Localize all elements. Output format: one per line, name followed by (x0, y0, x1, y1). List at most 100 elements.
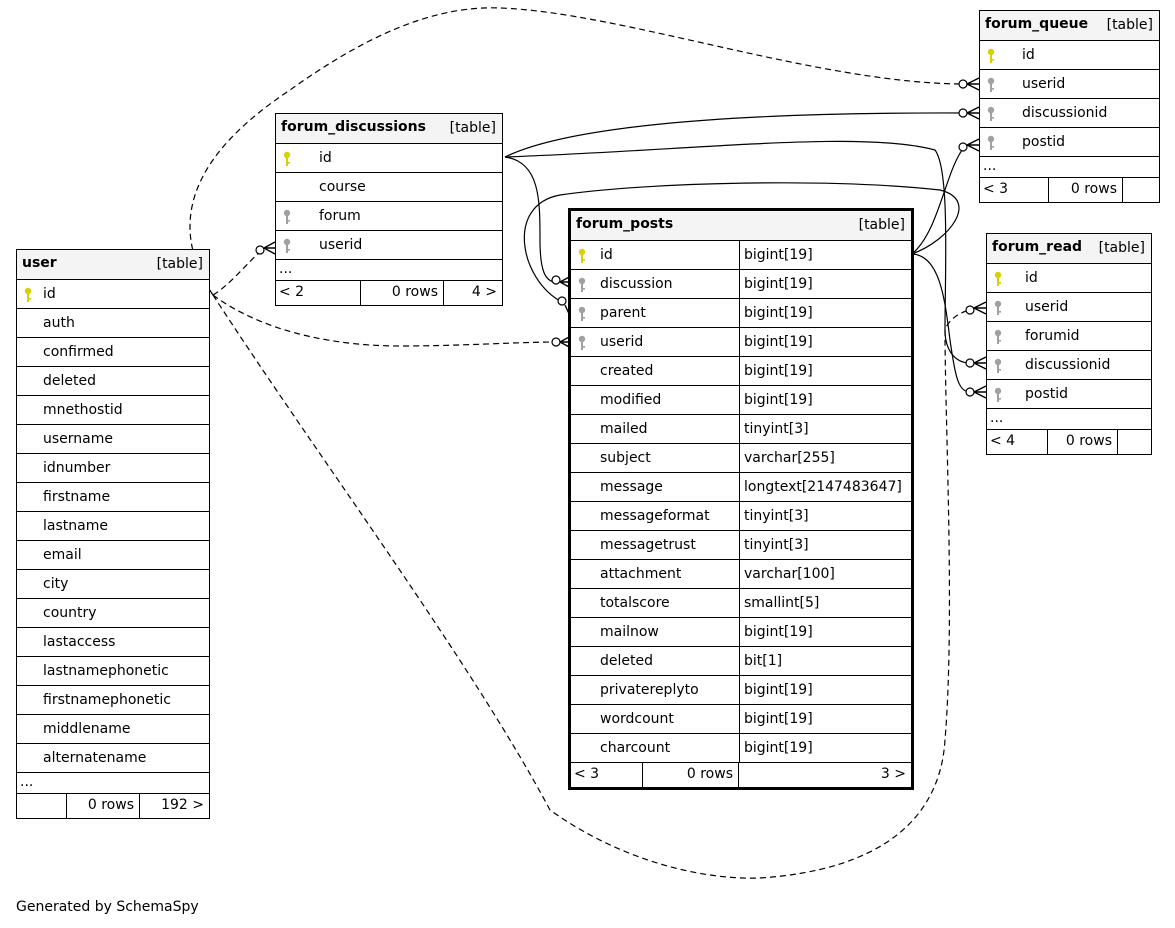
children-link[interactable]: 4 > (471, 284, 497, 300)
children-link-cell[interactable] (1123, 178, 1159, 202)
column-row[interactable]: userid (987, 293, 1151, 322)
column-row[interactable]: id (980, 41, 1159, 70)
column-divider (739, 444, 740, 472)
parents-link-cell[interactable]: < 4 (987, 430, 1048, 454)
column-row[interactable]: auth (17, 309, 209, 338)
column-row[interactable]: firstname (17, 483, 209, 512)
parents-link[interactable]: < 3 (574, 766, 600, 782)
column-type: tinyint[3] (744, 421, 809, 437)
column-row[interactable]: alternatename (17, 744, 209, 773)
column-name: postid (1025, 386, 1069, 402)
table-name[interactable]: forum_posts (576, 216, 674, 232)
column-divider (739, 676, 740, 704)
column-row[interactable]: email (17, 541, 209, 570)
column-row[interactable]: forumid (987, 322, 1151, 351)
column-row[interactable]: id (17, 280, 209, 309)
more-columns-row[interactable]: ... (987, 409, 1151, 430)
column-row[interactable]: lastnamephonetic (17, 657, 209, 686)
column-row[interactable]: country (17, 599, 209, 628)
primary-key-icon (282, 151, 292, 171)
children-link-cell[interactable]: 192 > (140, 794, 209, 818)
column-row[interactable]: postid (987, 380, 1151, 409)
column-row[interactable]: username (17, 425, 209, 454)
parents-link[interactable]: < 4 (990, 433, 1016, 449)
column-row[interactable]: forum (276, 202, 502, 231)
column-row[interactable]: deleted (17, 367, 209, 396)
column-row[interactable]: mnethostid (17, 396, 209, 425)
children-link-cell[interactable]: 4 > (444, 281, 502, 305)
column-row[interactable]: middlename (17, 715, 209, 744)
table-name[interactable]: forum_queue (985, 16, 1089, 32)
parents-link-cell[interactable]: < 3 (571, 763, 643, 787)
column-row[interactable]: lastaccess (17, 628, 209, 657)
column-row[interactable]: id (987, 264, 1151, 293)
column-row[interactable]: postid (980, 128, 1159, 157)
column-type: bigint[19] (744, 247, 813, 263)
column-type: smallint[5] (744, 595, 820, 611)
children-link-cell[interactable] (1118, 430, 1151, 454)
parents-link-cell[interactable]: < 3 (980, 178, 1049, 202)
table-name[interactable]: forum_discussions (281, 119, 426, 135)
column-row[interactable]: city (17, 570, 209, 599)
column-row[interactable]: confirmed (17, 338, 209, 367)
more-columns-row[interactable]: ... (980, 157, 1159, 178)
children-link-cell[interactable]: 3 > (739, 763, 911, 787)
column-row[interactable]: idnumber (17, 454, 209, 483)
column-row[interactable]: userid (980, 70, 1159, 99)
parents-link-cell[interactable]: < 2 (276, 281, 361, 305)
column-row[interactable]: firstnamephonetic (17, 686, 209, 715)
table-header[interactable]: forum_queue[table] (980, 11, 1159, 41)
table-header[interactable]: forum_posts[table] (571, 211, 911, 241)
parents-link[interactable]: < 3 (983, 181, 1009, 197)
column-row[interactable]: course (276, 173, 502, 202)
parents-link-cell[interactable] (17, 794, 67, 818)
column-divider (739, 328, 740, 356)
table-header[interactable]: user[table] (17, 250, 209, 280)
table-header[interactable]: forum_read[table] (987, 234, 1151, 264)
column-name: deleted (43, 373, 96, 389)
column-row[interactable]: privatereplyto bigint[19] (571, 676, 911, 705)
column-name: userid (1025, 299, 1069, 315)
table-name[interactable]: forum_read (992, 239, 1083, 255)
more-columns-row[interactable]: ... (17, 773, 209, 794)
table-header[interactable]: forum_discussions[table] (276, 114, 502, 144)
children-link[interactable]: 192 > (161, 797, 204, 813)
column-row[interactable]: id (276, 144, 502, 173)
parents-link[interactable]: < 2 (279, 284, 305, 300)
more-columns-row[interactable]: ... (276, 260, 502, 281)
edge-posts-forum-read (911, 253, 971, 393)
column-row[interactable]: userid (276, 231, 502, 260)
column-type: bigint[19] (744, 682, 813, 698)
edge-discussions-forum-queue (504, 112, 966, 158)
children-link[interactable]: 3 > (880, 766, 906, 782)
column-row[interactable]: discussionid (980, 99, 1159, 128)
column-row[interactable]: lastname (17, 512, 209, 541)
crowfoot-forum-read-discussionid (973, 356, 987, 370)
column-row[interactable]: discussionid (987, 351, 1151, 380)
column-name: privatereplyto (600, 682, 699, 698)
table-name[interactable]: user (22, 255, 57, 271)
